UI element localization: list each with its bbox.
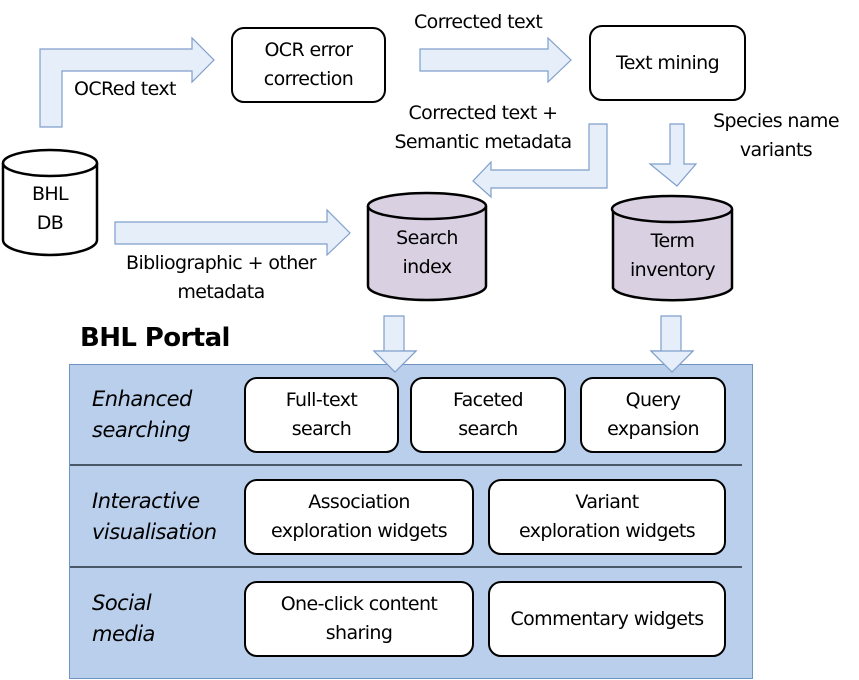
arrow-corrected-semantic (472, 123, 608, 199)
text-mining-box: Text mining (589, 25, 746, 101)
edge-label-corrected-text: Corrected text (414, 11, 543, 33)
row-label-social-media: Social media (92, 591, 155, 646)
commentary-widgets-box: Commentary widgets (488, 581, 726, 657)
arrow-species-variants (648, 123, 698, 187)
row-label-enhanced-searching: Enhanced searching (92, 387, 192, 442)
edge-label-species-variants: Species name variants (713, 110, 839, 161)
ocr-correction-box: OCR error correction (231, 27, 386, 103)
search-index-label: Search index (396, 227, 458, 278)
arrow-ocred-text (39, 36, 215, 128)
search-index-cylinder-icon (366, 191, 488, 302)
row-label-interactive-visualisation: Interactive visualisation (92, 489, 217, 544)
database-cylinder-icon (1, 148, 99, 257)
edge-label-ocred-text: OCRed text (74, 78, 176, 100)
portal-title: BHL Portal (80, 323, 230, 353)
edge-label-bibliographic: Bibliographic + other metadata (126, 252, 317, 303)
arrow-bibliographic (114, 208, 351, 257)
edge-label-corrected-semantic: Corrected text + Semantic metadata (394, 102, 572, 153)
portal-divider (70, 464, 742, 466)
arrow-corrected-text (419, 36, 572, 84)
portal-divider (70, 566, 742, 568)
bhl-db-label: BHL DB (31, 183, 69, 234)
term-inventory-label: Term inventory (629, 230, 716, 281)
term-inventory-cylinder-icon (610, 194, 734, 302)
